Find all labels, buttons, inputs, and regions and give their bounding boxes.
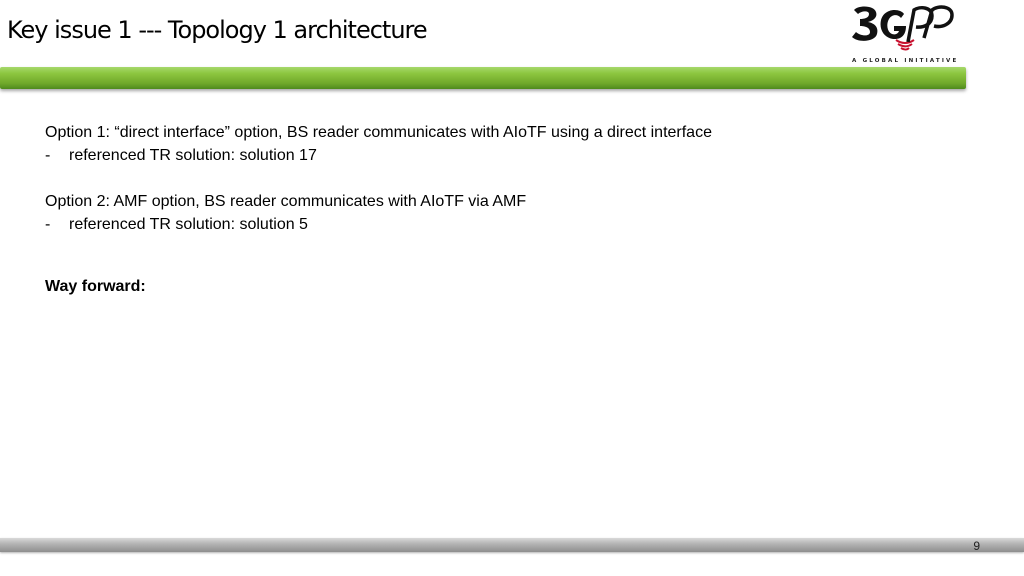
page-number: 9 — [973, 539, 980, 553]
bullet-marker: - — [45, 147, 51, 164]
spacer — [45, 167, 712, 190]
option-1-bullet: - referenced TR solution: solution 17 — [45, 144, 712, 167]
option-1-bullet-text: referenced TR solution: solution 17 — [69, 147, 317, 164]
3gpp-logo-icon — [852, 5, 954, 51]
option-2-text: Option 2: AMF option, BS reader communic… — [45, 193, 527, 210]
spacer — [45, 236, 712, 275]
bullet-marker: - — [45, 216, 51, 233]
option-2-bullet-text: referenced TR solution: solution 5 — [69, 216, 308, 233]
title-bar — [0, 67, 966, 89]
option-1-text: Option 1: “direct interface” option, BS … — [45, 124, 712, 141]
3gpp-logo — [848, 2, 958, 66]
slide-title: Key issue 1 --- Topology 1 architecture — [7, 16, 428, 44]
option-2-bullet: - referenced TR solution: solution 5 — [45, 213, 712, 236]
way-forward-heading: Way forward: — [45, 278, 146, 295]
slide-body: Option 1: “direct interface” option, BS … — [45, 121, 712, 298]
footer-bar — [0, 538, 1024, 552]
logo-tagline: A GLOBAL INITIATIVE — [852, 58, 959, 64]
